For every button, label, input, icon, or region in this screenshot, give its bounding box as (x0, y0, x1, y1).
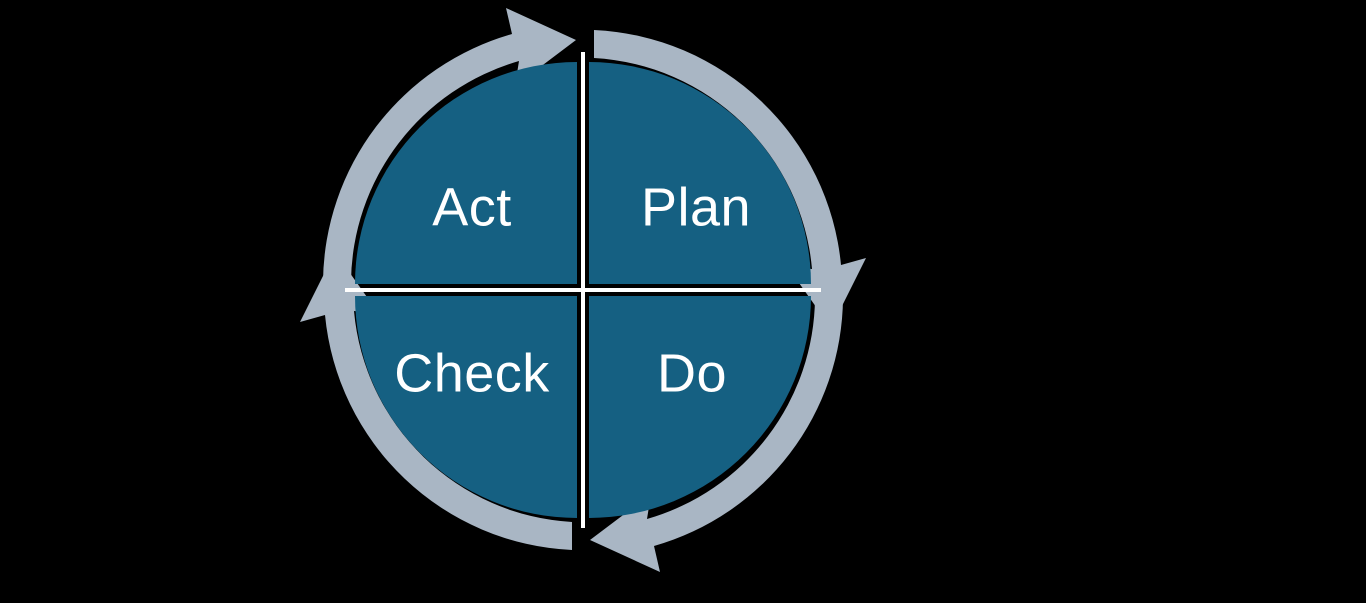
quadrant-act[interactable] (355, 62, 577, 284)
quadrant-do[interactable] (589, 296, 811, 518)
label-plan: Plan (641, 177, 751, 237)
quadrants-group (355, 62, 811, 518)
arrow-do-to-check (590, 298, 843, 572)
arrow-act-to-plan (323, 8, 576, 282)
quadrant-labels-group: Act Plan Check Do (394, 177, 751, 403)
label-check: Check (394, 343, 550, 403)
label-act: Act (432, 177, 512, 237)
ring-arrows-group (300, 8, 866, 572)
arrow-check-to-act (300, 252, 572, 550)
quadrant-plan[interactable] (589, 62, 811, 284)
label-do: Do (657, 343, 727, 403)
quadrant-dividers-group (345, 52, 821, 528)
quadrant-check[interactable] (355, 296, 577, 518)
